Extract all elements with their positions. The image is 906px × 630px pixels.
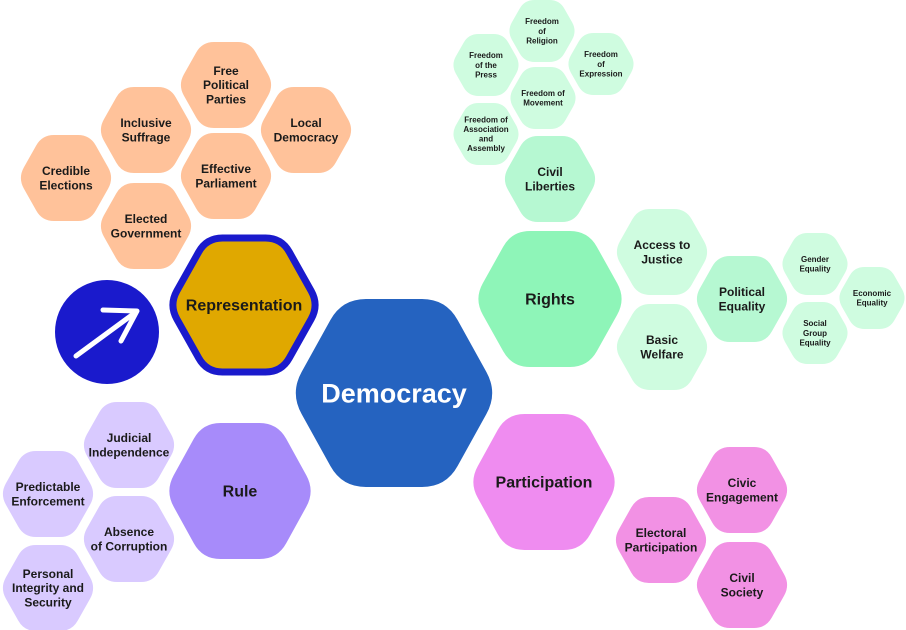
personal-integrity-hexagon[interactable] (2, 545, 94, 630)
arrow-up-right-icon (73, 307, 140, 359)
rights-label: Rights (525, 292, 575, 309)
credible-elections-hexagon[interactable] (20, 135, 112, 221)
effective-parliament-hexagon[interactable] (180, 133, 272, 219)
judicial-independence-hexagon[interactable] (83, 402, 175, 488)
representation-hexagon[interactable] (169, 234, 319, 376)
participation-label: Participation (496, 475, 593, 492)
rule-of-law-label: Rule (223, 484, 258, 501)
rule-of-law-hexagon[interactable] (169, 423, 311, 559)
inclusive-suffrage-hexagon[interactable] (100, 87, 192, 173)
gender-equality-hexagon[interactable] (782, 233, 848, 295)
electoral-participation-hexagon[interactable] (615, 497, 707, 583)
freedom-of-the-press-hexagon[interactable] (453, 34, 519, 96)
rights-hexagon[interactable] (478, 231, 622, 367)
social-group-equality-hexagon[interactable] (782, 302, 848, 364)
civil-liberties-hexagon[interactable] (504, 136, 596, 222)
freedom-of-expression-hexagon[interactable] (568, 33, 634, 95)
representation-label: Representation (186, 298, 302, 315)
democracy-hexagon[interactable] (295, 299, 493, 487)
predictable-enforcement-hexagon[interactable] (2, 451, 94, 537)
access-to-justice-hexagon[interactable] (616, 209, 708, 295)
democracy-label: Democracy (321, 378, 467, 408)
economic-equality-hexagon[interactable] (839, 267, 905, 329)
participation-hexagon[interactable] (473, 414, 615, 550)
political-equality-hexagon[interactable] (696, 256, 788, 342)
absence-of-corruption-hexagon[interactable] (83, 496, 175, 582)
freedom-of-association-hexagon[interactable] (453, 103, 519, 165)
logo (55, 280, 159, 384)
basic-welfare-hexagon[interactable] (616, 304, 708, 390)
local-democracy-hexagon[interactable] (260, 87, 352, 173)
freedom-of-religion-hexagon[interactable] (509, 0, 575, 62)
civic-engagement-hexagon[interactable] (696, 447, 788, 533)
elected-government-hexagon[interactable] (100, 183, 192, 269)
free-political-parties-hexagon[interactable] (180, 42, 272, 128)
freedom-of-movement-hexagon[interactable] (510, 67, 576, 129)
civil-society-hexagon[interactable] (696, 542, 788, 628)
